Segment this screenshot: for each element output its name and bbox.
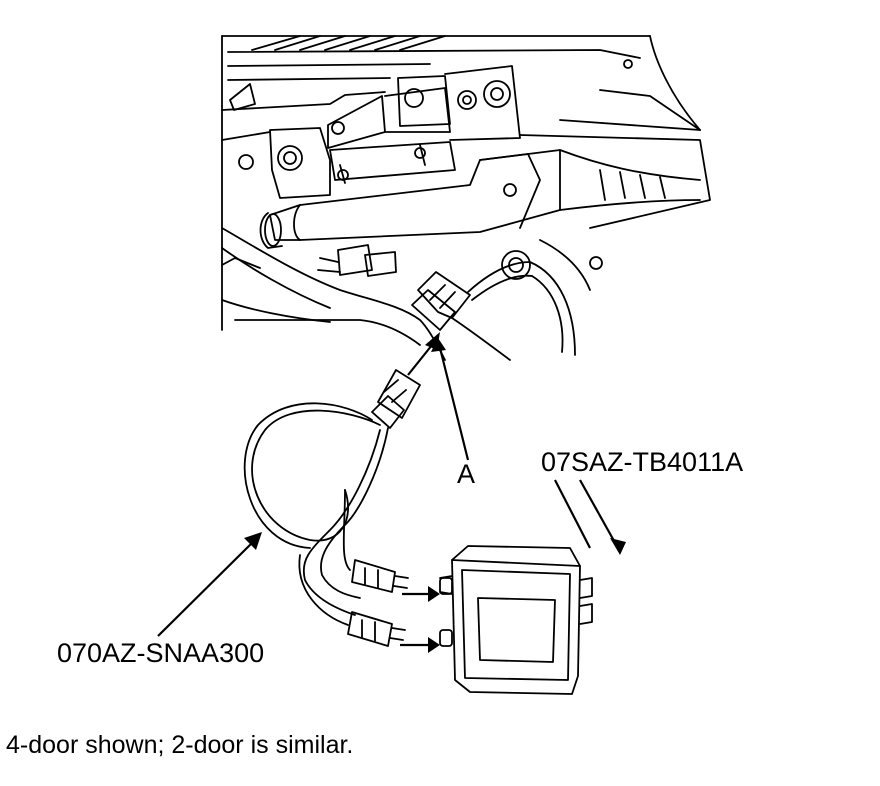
caption: 4-door shown; 2-door is similar.	[6, 731, 354, 759]
switch-part-number: 07SAZ-TB4011A	[541, 447, 744, 477]
switch-box	[439, 545, 593, 695]
arrowheads	[244, 332, 626, 653]
column-connector	[317, 244, 397, 277]
harness-part-number: 070AZ-SNAA300	[57, 638, 265, 668]
harness-connector	[371, 369, 421, 429]
dashboard-panel	[221, 35, 711, 361]
steering-column-bracket	[238, 65, 701, 249]
connector-label: A	[457, 459, 476, 489]
connector-a	[411, 250, 576, 361]
harness-plugs	[347, 559, 409, 647]
harness-coil	[243, 402, 389, 626]
